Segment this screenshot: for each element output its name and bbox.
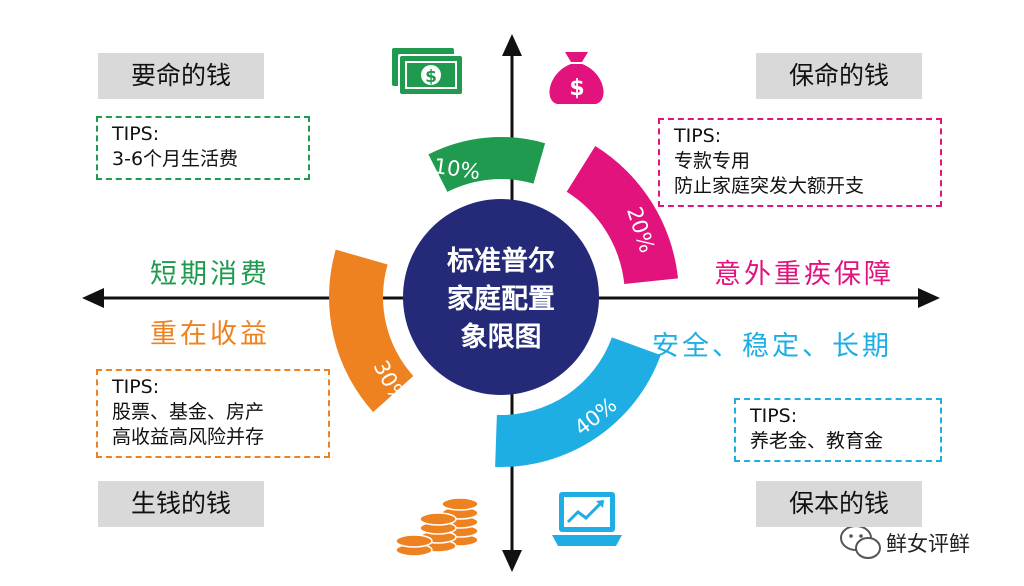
center-title-line-3: 象限图	[461, 321, 542, 353]
title-lifeline-money: 要命的钱	[98, 53, 264, 99]
money-bag-icon: $	[549, 52, 604, 104]
tips-box-top-right: TIPS: 专款专用 防止家庭突发大额开支	[658, 118, 942, 207]
coin-stacks-icon	[395, 497, 479, 557]
tips-box-bottom-right: TIPS: 养老金、教育金	[734, 398, 942, 462]
title-protection-money: 保命的钱	[756, 53, 922, 99]
tips-line: 防止家庭突发大额开支	[674, 175, 865, 197]
axis-arrow-down-icon	[502, 550, 522, 572]
percent-label-10: 10%	[432, 154, 482, 184]
tips-box-bottom-left: TIPS: 股票、基金、房产 高收益高风险并存	[96, 369, 330, 458]
watermark-text: 鲜女评鲜	[886, 532, 970, 556]
tips-line: 高收益高风险并存	[112, 426, 265, 448]
center-title-line-1: 标准普尔	[447, 245, 555, 277]
svg-text:$: $	[569, 76, 584, 101]
tips-line: TIPS:	[674, 125, 722, 147]
center-circle: 标准普尔 家庭配置 象限图	[403, 199, 599, 395]
laptop-chart-icon	[552, 492, 622, 546]
tips-box-top-left: TIPS: 3-6个月生活费	[96, 116, 310, 180]
tips-line: TIPS:	[750, 405, 798, 427]
arc-band-20	[566, 146, 678, 284]
side-label-short-term: 短期消费	[150, 259, 270, 290]
title-growth-money: 生钱的钱	[98, 481, 264, 527]
tips-line: 养老金、教育金	[750, 430, 884, 452]
cash-bills-icon: $	[392, 48, 462, 94]
center-title-line-2: 家庭配置	[447, 283, 555, 315]
axis-arrow-left-icon	[82, 288, 104, 308]
arc-band-30	[329, 249, 414, 413]
side-label-insurance: 意外重疾保障	[714, 259, 894, 290]
wechat-icon	[840, 525, 881, 559]
tips-line: 股票、基金、房产	[112, 401, 265, 423]
axis-arrow-up-icon	[502, 34, 522, 56]
tips-line: TIPS:	[112, 376, 160, 398]
arc-band-40	[495, 337, 661, 468]
title-principal-money: 保本的钱	[756, 481, 922, 527]
side-label-stable: 安全、稳定、长期	[652, 331, 892, 362]
side-label-returns: 重在收益	[150, 319, 270, 350]
svg-text:$: $	[425, 67, 437, 87]
axis-arrow-right-icon	[918, 288, 940, 308]
tips-line: TIPS:	[112, 123, 160, 145]
tips-line: 专款专用	[674, 150, 751, 172]
arc-band-10	[428, 136, 546, 192]
tips-line: 3-6个月生活费	[112, 148, 239, 170]
